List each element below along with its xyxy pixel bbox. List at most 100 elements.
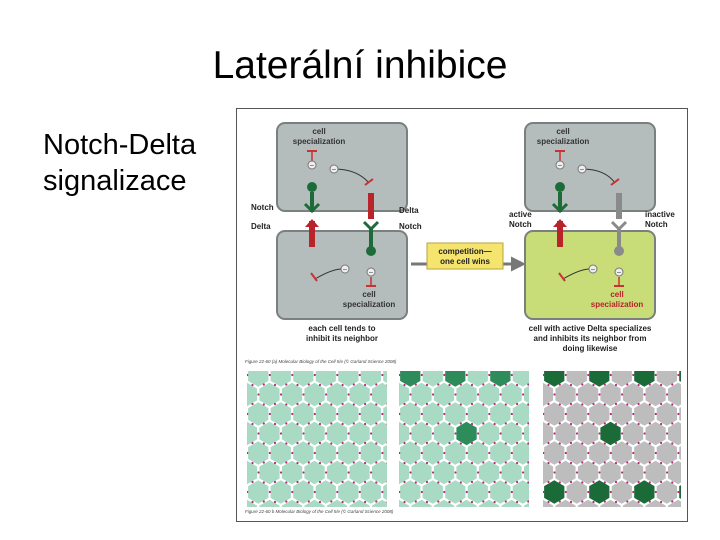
inhibition-arrow-icon	[615, 520, 617, 521]
inhibition-arrow-icon	[550, 364, 552, 366]
inhibition-arrow-icon	[437, 364, 439, 366]
inhibition-arrow-icon	[262, 481, 265, 484]
right-bottom-cell-label-2: specialization	[591, 300, 644, 309]
inhibition-arrow-icon	[494, 520, 496, 521]
inhibition-arrow-icon	[240, 500, 242, 502]
inhibition-arrow-icon	[386, 462, 387, 464]
inhibition-arrow-icon	[330, 481, 333, 484]
inhibition-arrow-icon	[465, 412, 468, 416]
hex-cell	[524, 463, 529, 482]
right-caption-line-2: and inhibits its neighbor from	[534, 334, 647, 343]
inhibition-arrow-icon	[648, 403, 651, 406]
inhibition-arrow-icon	[296, 500, 299, 504]
inhibition-arrow-icon	[504, 442, 507, 445]
inhibition-arrow-icon	[660, 422, 663, 426]
hex-cell	[600, 499, 621, 507]
inhibition-arrow-icon	[262, 403, 265, 406]
hex-cell	[360, 402, 381, 426]
hex-cell	[237, 402, 246, 425]
inhibition-arrow-icon	[569, 500, 573, 504]
hex-cell	[281, 382, 303, 407]
hex-cell	[634, 480, 655, 504]
hex-cell	[501, 499, 522, 507]
inhibition-arrow-icon	[488, 373, 491, 377]
inhibition-arrow-icon	[482, 500, 485, 503]
inhibition-arrow-icon	[598, 393, 601, 396]
hex-cell	[349, 460, 370, 485]
inhibition-arrow-icon	[364, 441, 367, 445]
inhibition-arrow-icon	[240, 442, 242, 444]
inhibition-arrow-icon	[558, 500, 561, 503]
inhibition-arrow-icon	[533, 374, 535, 376]
inhibition-arrow-icon	[386, 501, 387, 503]
svg-text:–: –	[310, 163, 314, 170]
inhibition-arrow-icon	[437, 481, 440, 484]
inhibition-arrow-icon	[358, 373, 361, 377]
hex-cell	[433, 460, 455, 485]
inhibition-arrow-icon	[626, 383, 629, 386]
inhibition-arrow-icon	[399, 412, 401, 416]
inhibition-arrow-icon	[516, 461, 519, 465]
hex-cell	[600, 382, 621, 407]
inhibition-arrow-icon	[632, 490, 635, 494]
inhibition-arrow-icon	[393, 471, 395, 473]
inhibition-arrow-icon	[547, 480, 550, 484]
inhibition-arrow-icon	[364, 422, 367, 426]
inhibition-arrow-icon	[387, 393, 389, 395]
hex-cell	[668, 382, 681, 407]
inhibition-arrow-icon	[257, 393, 260, 396]
inhibition-arrow-icon	[626, 403, 629, 406]
hex-cell	[433, 421, 455, 446]
inhibition-arrow-icon	[352, 481, 355, 484]
inhibition-arrow-icon	[581, 364, 583, 366]
inhibition-arrow-icon	[262, 442, 265, 445]
inhibition-arrow-icon	[399, 451, 401, 455]
inhibition-arrow-icon	[425, 402, 429, 406]
inhibition-arrow-icon	[666, 393, 669, 396]
inhibition-arrow-icon	[291, 373, 294, 377]
hex-cell	[656, 371, 677, 387]
inhibition-arrow-icon	[448, 520, 450, 521]
inhibition-arrow-icon	[454, 432, 457, 435]
inhibition-arrow-icon	[504, 422, 507, 425]
inhibition-arrow-icon	[592, 461, 595, 465]
credit-top: Figure 22-60 (a) Molecular Biology of th…	[245, 358, 397, 364]
inhibition-arrow-icon	[448, 441, 451, 445]
inhibition-arrow-icon	[330, 383, 333, 386]
inhibition-arrow-icon	[381, 373, 384, 377]
svg-text:–: –	[580, 167, 584, 174]
inhibition-arrow-icon	[251, 383, 254, 387]
inhibition-arrow-icon	[671, 500, 674, 503]
inhibition-arrow-icon	[626, 461, 629, 464]
inhibition-arrow-icon	[386, 481, 387, 483]
inhibition-arrow-icon	[381, 451, 384, 455]
inhibition-arrow-icon	[247, 451, 249, 455]
inhibition-arrow-icon	[654, 412, 657, 416]
inhibition-arrow-icon	[325, 393, 328, 396]
hex-cell	[248, 441, 269, 465]
inhibition-arrow-icon	[403, 441, 406, 445]
inhibition-arrow-icon	[477, 393, 480, 396]
inhibition-arrow-icon	[313, 373, 316, 377]
inhibition-arrow-icon	[448, 500, 451, 504]
inhibition-arrow-icon	[358, 490, 361, 494]
inhibition-arrow-icon	[632, 451, 635, 455]
hex-cell	[622, 499, 644, 507]
inhibition-arrow-icon	[581, 481, 584, 484]
inhibition-arrow-icon	[302, 471, 305, 474]
hex-cell	[293, 480, 314, 504]
inhibition-arrow-icon	[375, 403, 378, 406]
hex-cell	[383, 444, 387, 462]
inhibition-arrow-icon	[626, 364, 628, 366]
inhibition-arrow-icon	[558, 461, 561, 464]
inhibition-arrow-icon	[643, 393, 646, 396]
inhibition-arrow-icon	[448, 480, 451, 484]
inhibition-arrow-icon	[392, 461, 394, 463]
inhibition-arrow-icon	[392, 383, 394, 385]
left-panel: cell specialization – –	[251, 122, 422, 343]
inhibition-arrow-icon	[251, 402, 254, 406]
hex-cell	[400, 402, 421, 426]
inhibition-arrow-icon	[648, 500, 651, 503]
inhibition-arrow-icon	[527, 364, 529, 366]
inhibition-arrow-icon	[581, 403, 584, 406]
